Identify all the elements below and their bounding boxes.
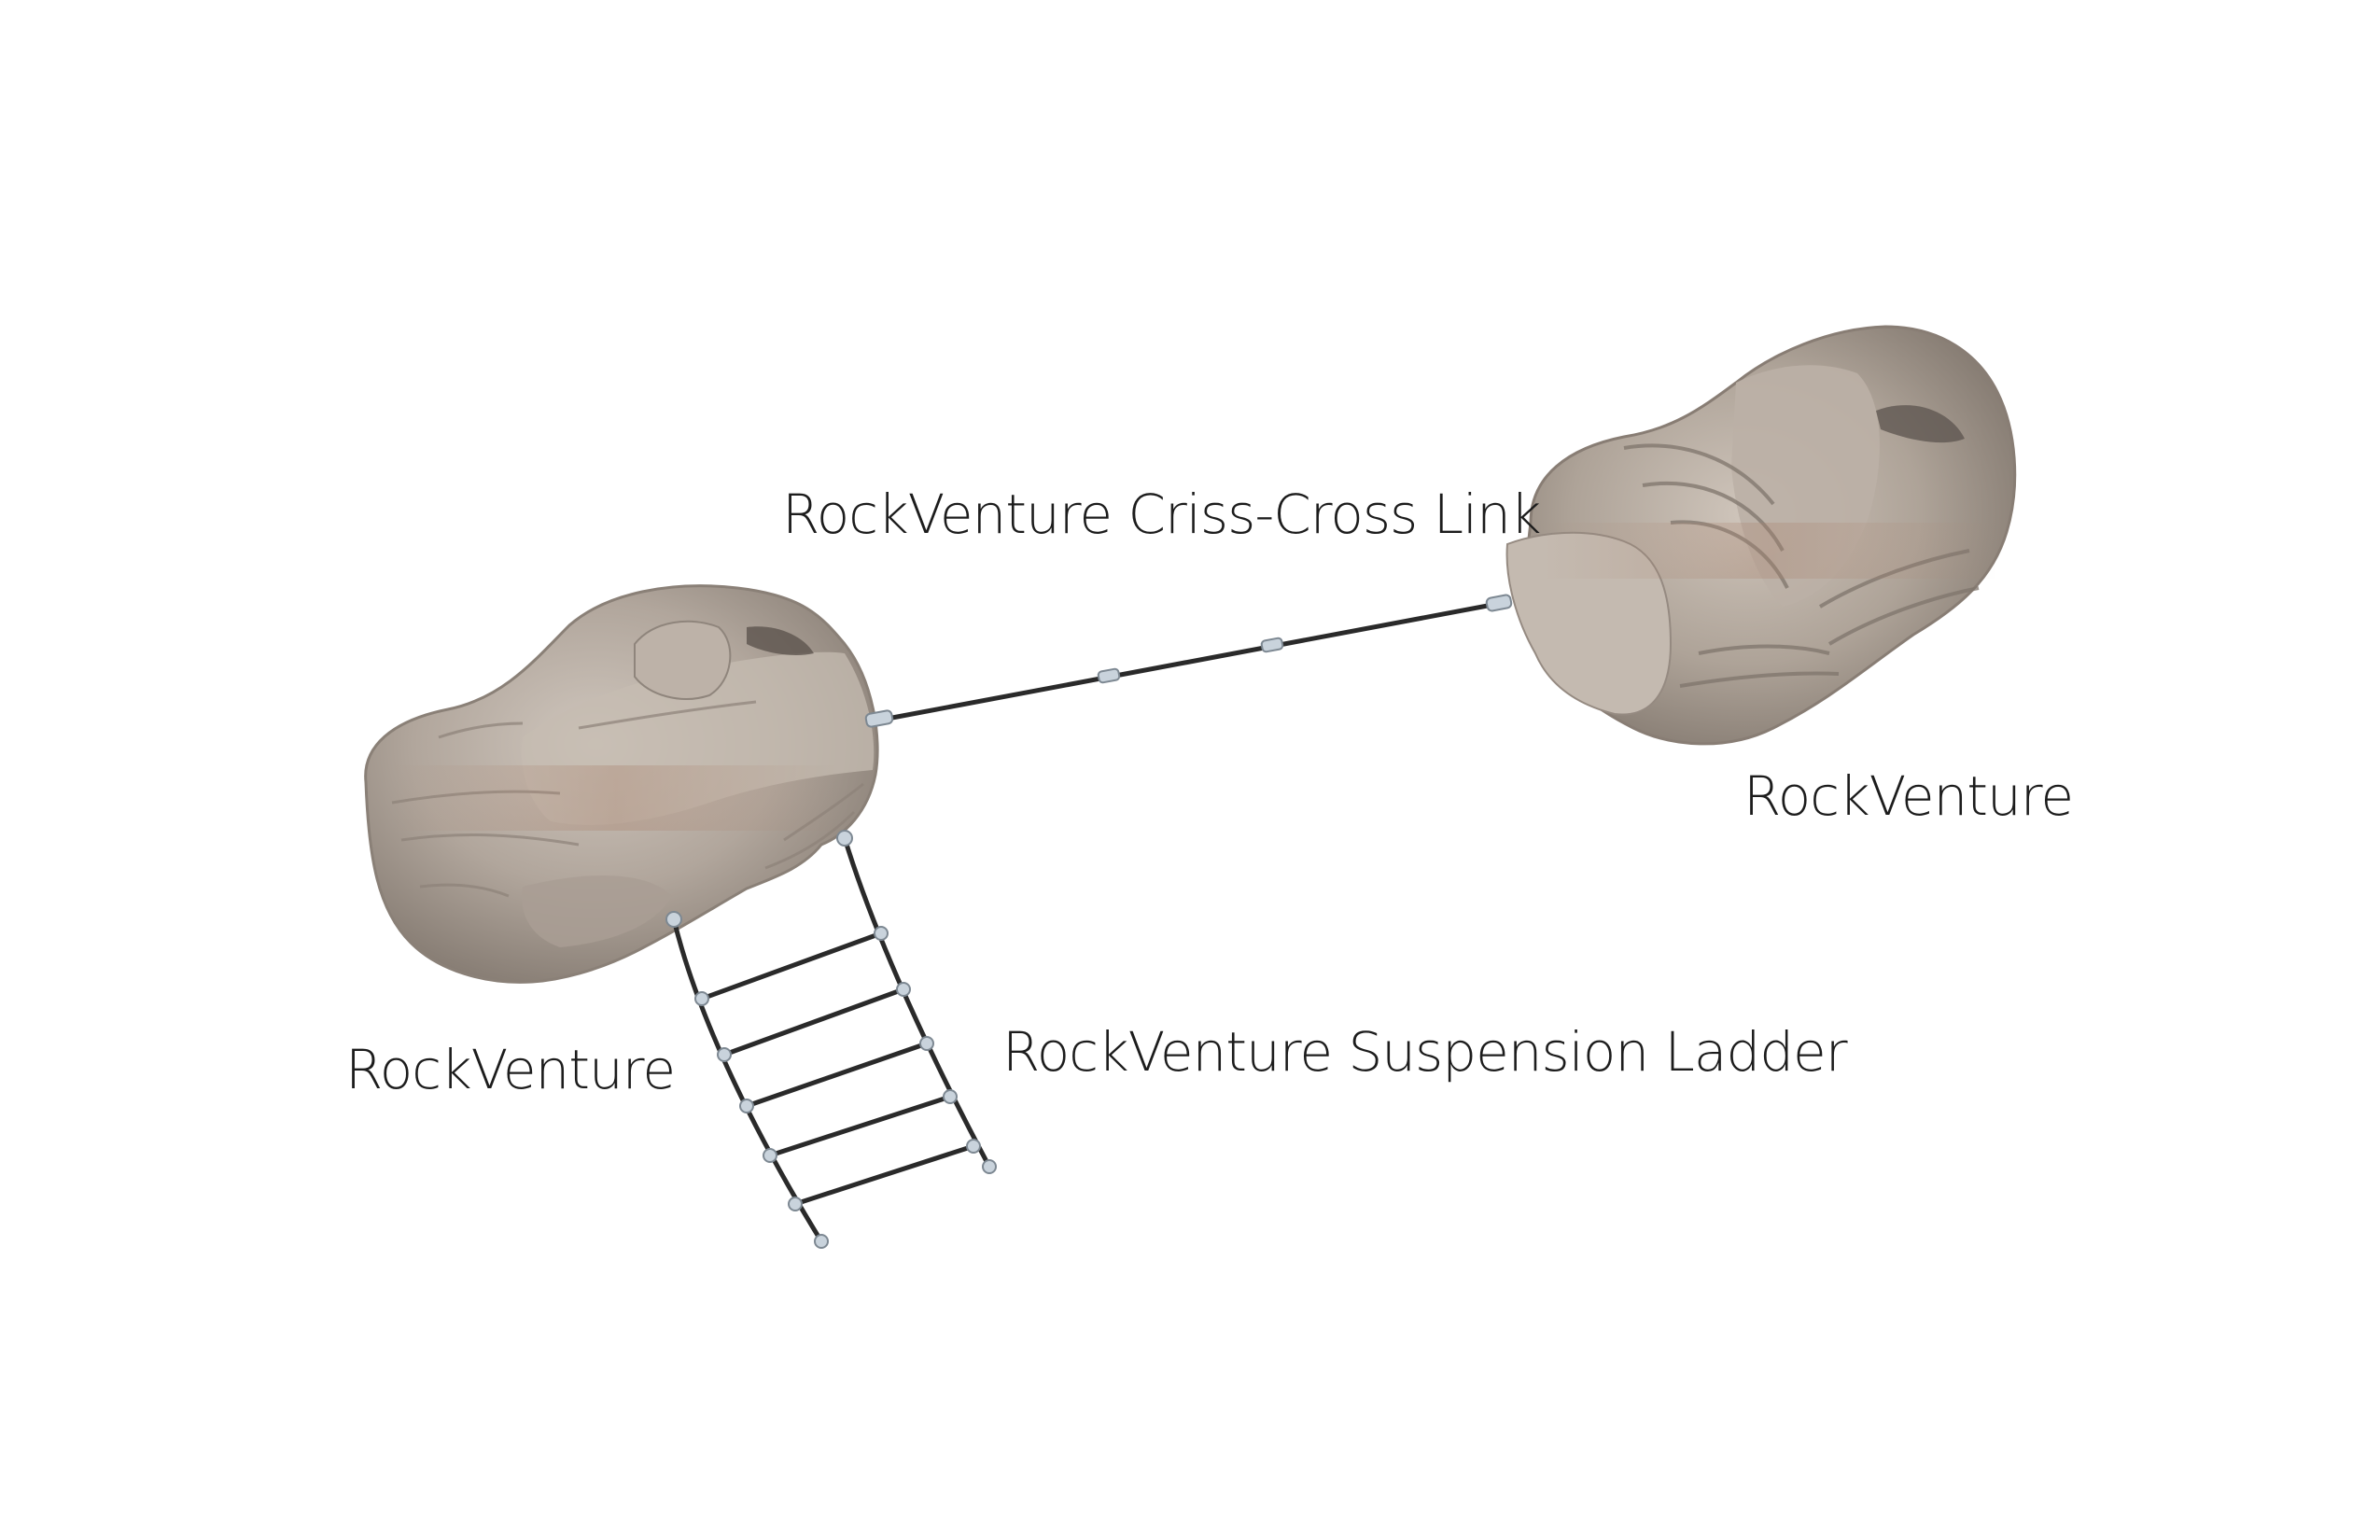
rock-left-shape bbox=[364, 584, 879, 984]
rock-right-label: RockVenture bbox=[1743, 764, 2074, 828]
rock-left-label: RockVenture bbox=[345, 1038, 676, 1101]
criss-cross-link-label: RockVenture Criss-Cross Link bbox=[782, 483, 1541, 546]
criss-cross-link-cable bbox=[864, 594, 1513, 728]
rock-right-shape bbox=[1505, 325, 2017, 746]
suspension-ladder-label: RockVenture Suspension Ladder bbox=[1002, 1020, 1848, 1084]
suspension-ladder bbox=[665, 830, 997, 1249]
